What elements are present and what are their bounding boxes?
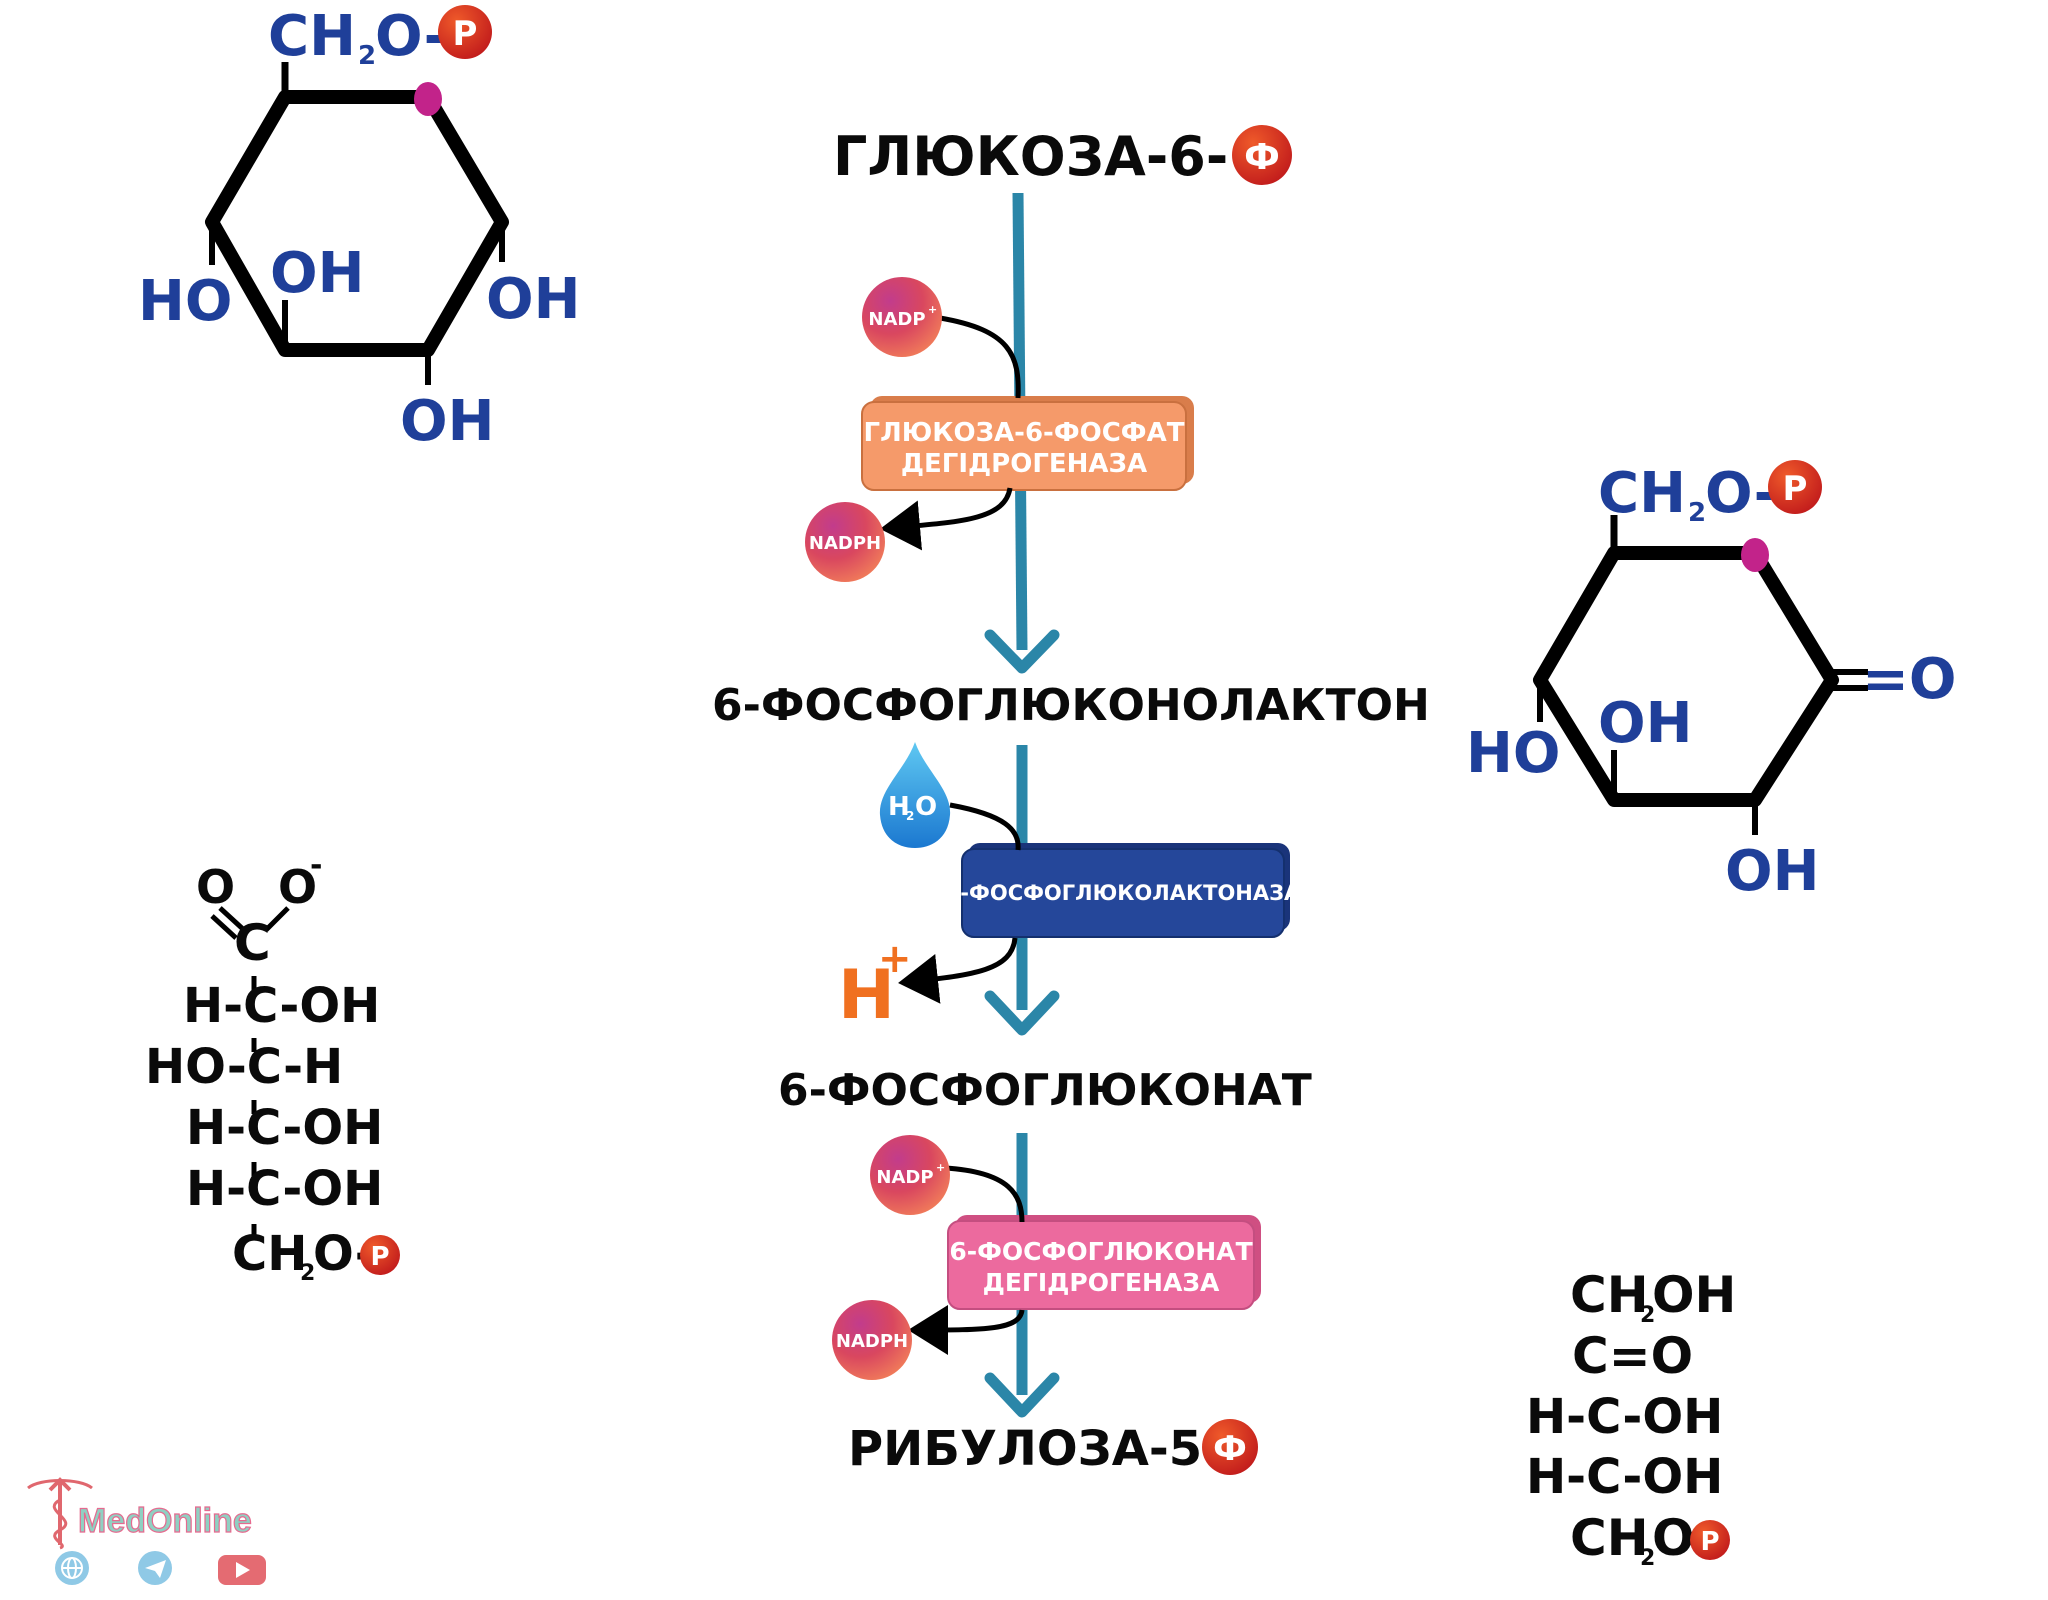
svg-text:+: + <box>878 936 912 982</box>
caduceus-icon <box>27 1477 93 1550</box>
svg-text:6-ФОСФОГЛЮКОНАТ: 6-ФОСФОГЛЮКОНАТ <box>949 1237 1252 1266</box>
svg-text:ГЛЮКОЗА-6-: ГЛЮКОЗА-6- <box>833 125 1228 188</box>
svg-text:Ф: Ф <box>1244 137 1280 178</box>
water-drop-icon: H 2 O <box>879 742 951 848</box>
water-curve <box>949 802 1021 851</box>
svg-text:Ф: Ф <box>1213 1429 1247 1469</box>
svg-text:HO: HO <box>1466 721 1560 786</box>
svg-text:C=O: C=O <box>1572 1327 1693 1385</box>
svg-text:6-ФОСФОГЛЮКОЛАКТОНАЗА: 6-ФОСФОГЛЮКОЛАКТОНАЗА <box>946 881 1301 905</box>
phosphogluconate-structure: O O - C H-C-OH HO-C-H H-C-OH H-C-OH CH 2… <box>145 848 400 1286</box>
enzyme-lactonase-box: 6-ФОСФОГЛЮКОЛАКТОНАЗА <box>946 843 1301 938</box>
svg-text:HO: HO <box>138 269 232 334</box>
ring-oxygen-marker <box>414 82 442 116</box>
nadph-curve-1 <box>880 487 1013 551</box>
svg-text:NADPH: NADPH <box>809 533 881 554</box>
svg-text:OH: OH <box>400 389 494 454</box>
svg-text:CH: CH <box>1570 1266 1649 1324</box>
svg-text:O: O <box>196 860 235 914</box>
svg-text:H: H <box>838 956 895 1035</box>
svg-text:CH: CH <box>1570 1509 1649 1567</box>
nadp-ball-1: NADP + <box>862 277 942 357</box>
svg-text:H-C-OH: H-C-OH <box>1526 1389 1723 1445</box>
svg-text:ДЕГІДРОГЕНАЗА: ДЕГІДРОГЕНАЗА <box>983 1268 1220 1297</box>
hplus-label: H + <box>838 936 912 1035</box>
phosphate-icon <box>1690 1520 1730 1560</box>
nadp-curve-1 <box>939 315 1021 399</box>
svg-text:H-C-OH: H-C-OH <box>1526 1449 1723 1505</box>
phosphate-icon <box>360 1235 400 1275</box>
phosphogluconate-label: 6-ФОСФОГЛЮКОНАТ <box>778 1065 1312 1116</box>
phosphate-icon <box>1768 460 1822 514</box>
svg-text:OH: OH <box>486 267 580 332</box>
svg-text:O-: O- <box>375 4 447 69</box>
telegram-icon[interactable] <box>138 1551 172 1585</box>
svg-text:H-C-OH: H-C-OH <box>186 1161 383 1217</box>
svg-text:2: 2 <box>300 1261 315 1286</box>
svg-text:OH: OH <box>1598 691 1692 756</box>
svg-text:P: P <box>1700 1527 1719 1557</box>
svg-text:ДЕГІДРОГЕНАЗА: ДЕГІДРОГЕНАЗА <box>901 449 1147 479</box>
svg-text:2: 2 <box>358 41 376 71</box>
svg-text:P: P <box>453 14 478 54</box>
enzyme-g6pd-box: ГЛЮКОЗА-6-ФОСФАТ ДЕГІДРОГЕНАЗА <box>861 396 1194 491</box>
nadph-ball-2: NADPH <box>832 1300 912 1380</box>
svg-text:NADP: NADP <box>876 1167 933 1188</box>
hplus-curve <box>898 937 1018 1004</box>
svg-text:MedOnline: MedOnline <box>78 1502 252 1540</box>
phosphate-icon <box>438 5 492 59</box>
svg-text:H-C-OH: H-C-OH <box>183 978 380 1034</box>
phosphate-icon <box>1232 125 1292 185</box>
nadph-curve-2 <box>908 1304 1025 1355</box>
brand-logo: MedOnline <box>27 1477 266 1585</box>
ring-oxygen-marker <box>1741 538 1769 572</box>
svg-text:ГЛЮКОЗА-6-ФОСФАТ: ГЛЮКОЗА-6-ФОСФАТ <box>864 418 1185 448</box>
nadph-ball-1: NADPH <box>805 502 885 582</box>
glucose-6-phosphate-label: ГЛЮКОЗА-6- Ф <box>833 125 1292 188</box>
enzyme-6pgd-box: 6-ФОСФОГЛЮКОНАТ ДЕГІДРОГЕНАЗА <box>947 1215 1261 1310</box>
ribulose-5-phosphate-structure: CH 2 OH C=O H-C-OH H-C-OH CH 2 O- P <box>1526 1266 1736 1571</box>
svg-text:2: 2 <box>1640 1303 1655 1328</box>
globe-icon[interactable] <box>55 1551 89 1585</box>
svg-text:2: 2 <box>1640 1546 1655 1571</box>
svg-text:CH: CH <box>232 1226 307 1282</box>
svg-text:-: - <box>310 848 322 883</box>
svg-text:O: O <box>915 792 937 822</box>
svg-text:2: 2 <box>1688 498 1706 528</box>
nadp-ball-2: NADP + <box>870 1135 950 1215</box>
svg-text:H: H <box>888 792 910 822</box>
ribulose-5-phosphate-label: РИБУЛОЗА-5- Ф <box>848 1419 1258 1477</box>
svg-text:NADP: NADP <box>868 309 925 330</box>
svg-text:OH: OH <box>1725 839 1819 904</box>
phosphate-icon <box>1202 1419 1258 1475</box>
svg-text:O: O <box>278 860 317 914</box>
svg-text:РИБУЛОЗА-5-: РИБУЛОЗА-5- <box>848 1421 1222 1477</box>
svg-text:P: P <box>1783 469 1808 509</box>
svg-text:2: 2 <box>906 809 914 823</box>
svg-text:+: + <box>936 1161 945 1174</box>
svg-text:H-C-OH: H-C-OH <box>186 1100 383 1156</box>
svg-text:CH: CH <box>1598 461 1686 526</box>
nadp-curve-2 <box>944 1165 1025 1223</box>
svg-text:HO-C-H: HO-C-H <box>145 1039 343 1095</box>
phosphogluconolactone-label: 6-ФОСФОГЛЮКОНОЛАКТОН <box>712 680 1430 731</box>
svg-text:P: P <box>370 1242 389 1272</box>
svg-text:OH: OH <box>1652 1266 1736 1324</box>
phosphogluconolactone-ring: CH 2 O- P =O HO OH OH <box>1466 460 1957 904</box>
svg-text:O-: O- <box>1705 461 1777 526</box>
youtube-icon[interactable] <box>218 1555 266 1585</box>
svg-text:C: C <box>234 914 271 972</box>
svg-text:+: + <box>928 303 937 316</box>
svg-text:NADPH: NADPH <box>836 1331 908 1352</box>
svg-text:=O: =O <box>1862 647 1957 712</box>
glucose-6-phosphate-ring: CH 2 O- P HO OH OH OH <box>138 4 580 454</box>
svg-text:CH: CH <box>268 4 356 69</box>
svg-text:OH: OH <box>270 241 364 306</box>
